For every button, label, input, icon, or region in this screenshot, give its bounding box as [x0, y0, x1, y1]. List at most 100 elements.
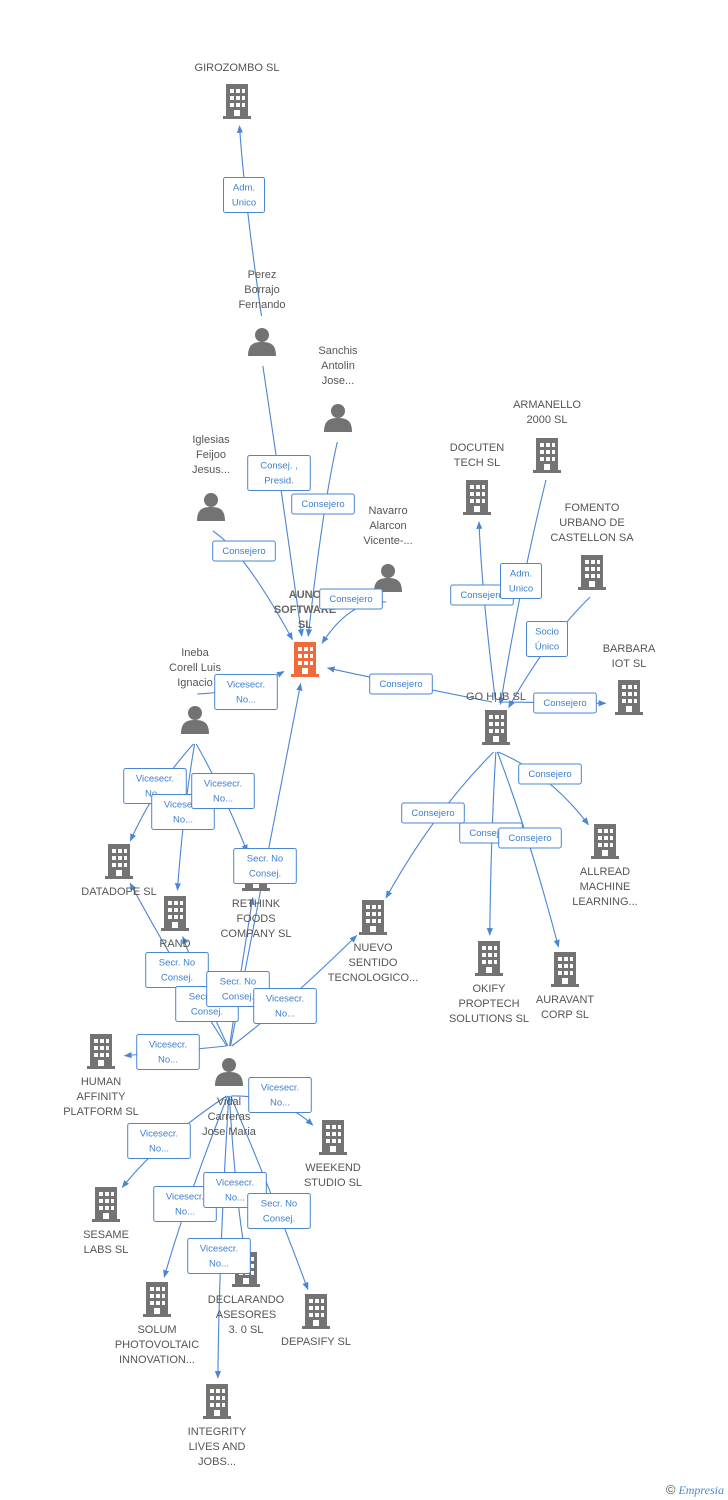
relation-label-perez-girozombo[interactable]: Adm.Unico: [223, 177, 265, 213]
person-icon: [215, 1058, 243, 1086]
node-depasify[interactable]: DEPASIFY SL: [281, 1294, 351, 1348]
node-label: SENTIDO: [349, 957, 398, 969]
relation-label-perez-auno[interactable]: Consej. ,Presid.: [247, 455, 311, 491]
relation-text: Consejero: [379, 679, 422, 690]
node-allread[interactable]: ALLREADMACHINELEARNING...: [572, 824, 638, 908]
node-datadope[interactable]: DATADOPE SL: [81, 844, 157, 898]
edge-gohub-allread: [497, 751, 589, 826]
node-label: Vicente-...: [363, 535, 412, 547]
relation-label-gohub-barbara[interactable]: Consejero: [533, 692, 597, 714]
node-gohub[interactable]: GO HUB SL: [466, 691, 526, 745]
relation-box: [518, 763, 582, 785]
node-label: Perez: [248, 269, 277, 281]
building-icon: [223, 84, 251, 119]
relation-box: [291, 493, 355, 515]
relation-text: No...: [158, 1055, 178, 1066]
node-label: Fernando: [238, 299, 285, 311]
relation-label-gohub-nuevo[interactable]: Consejero: [401, 802, 465, 824]
relation-box: [500, 563, 542, 599]
building-icon: [143, 1282, 171, 1317]
relation-label-vidal-weekend[interactable]: Vicesecr.No...: [248, 1077, 312, 1113]
edge-gohub-okify: [486, 751, 497, 936]
relation-label-vidal-nuevo[interactable]: Vicesecr. No...: [253, 988, 317, 1024]
relation-label-vidal-integrity[interactable]: Vicesecr.No...: [187, 1238, 251, 1274]
edge-gohub-docuten: [476, 521, 497, 703]
node-navarro[interactable]: NavarroAlarconVicente-...: [363, 505, 413, 592]
node-label: OKIFY: [472, 983, 506, 995]
relation-text: Socio: [535, 627, 559, 638]
relation-label-vidal-sesame[interactable]: Vicesecr.No...: [127, 1123, 191, 1159]
relation-text: Vicesecr.: [216, 1178, 254, 1189]
relation-box: [369, 673, 433, 695]
relation-text: No...: [225, 1193, 245, 1204]
node-label: RETHINK: [232, 898, 281, 910]
relation-label-navarro-auno[interactable]: Consejero: [319, 588, 383, 610]
relation-box: [498, 827, 562, 849]
node-sanchis[interactable]: SanchisAntolinJose...: [318, 345, 358, 432]
relation-text: Vicesecr.: [266, 994, 304, 1005]
edge-sanchis-auno: [305, 441, 338, 637]
node-label: INNOVATION...: [119, 1354, 195, 1366]
relation-label-gohub-auravant[interactable]: Consejero: [498, 827, 562, 849]
relation-text: Secr. No: [247, 854, 283, 865]
node-solum[interactable]: SOLUMPHOTOVOLTAICINNOVATION...: [115, 1282, 199, 1366]
relation-label-sanchis-auno[interactable]: Consejero: [291, 493, 355, 515]
node-iglesias[interactable]: IglesiasFeijooJesus...: [192, 434, 230, 521]
relation-text: Vicesecr.: [261, 1083, 299, 1094]
node-girozombo[interactable]: GIROZOMBO SL: [195, 62, 280, 119]
node-label: GIROZOMBO SL: [195, 62, 280, 74]
relation-label-armanello-gohub[interactable]: Adm.Unico: [500, 563, 542, 599]
node-label: DECLARANDO: [208, 1294, 285, 1306]
node-nuevo[interactable]: NUEVOSENTIDOTECNOLOGICO...: [328, 900, 418, 984]
node-label: SOLUM: [137, 1324, 176, 1336]
relation-label-ineba-rethink[interactable]: Vicesecr.No...: [191, 773, 255, 809]
node-label: PLATFORM SL: [63, 1106, 139, 1118]
node-label: INTEGRITY: [188, 1426, 247, 1438]
relation-label-gohub-allread[interactable]: Consejero: [518, 763, 582, 785]
relation-text: Consej.: [222, 992, 254, 1003]
relation-box: [319, 588, 383, 610]
footer-brand: ©Empresia: [666, 1482, 724, 1498]
relation-text: No...: [275, 1009, 295, 1020]
node-label: STUDIO SL: [304, 1177, 362, 1189]
building-icon: [578, 555, 606, 590]
relation-text: Secr. No: [220, 977, 256, 988]
relation-box: [233, 848, 297, 884]
relation-label-iglesias-auno[interactable]: Consejero: [212, 540, 276, 562]
relation-text: Consejero: [411, 808, 454, 819]
building-icon: [302, 1294, 330, 1329]
relation-text: No...: [213, 794, 233, 805]
node-label: SOLUTIONS SL: [449, 1013, 529, 1025]
relation-box: [212, 540, 276, 562]
node-label: 3. 0 SL: [229, 1324, 264, 1336]
node-label: GO HUB SL: [466, 691, 526, 703]
relation-text: Unico: [509, 584, 533, 595]
relation-label-ineba-auno[interactable]: Vicesecr.No...: [214, 674, 278, 710]
node-label: Carreras: [208, 1111, 251, 1123]
node-label: LABS SL: [84, 1244, 129, 1256]
relation-box: [253, 988, 317, 1024]
building-icon: [359, 900, 387, 935]
relation-text: Consejero: [301, 499, 344, 510]
relation-label-vidal-human[interactable]: Vicesecr.No...: [136, 1034, 200, 1070]
relation-label-gohub-auno[interactable]: Consejero: [369, 673, 433, 695]
